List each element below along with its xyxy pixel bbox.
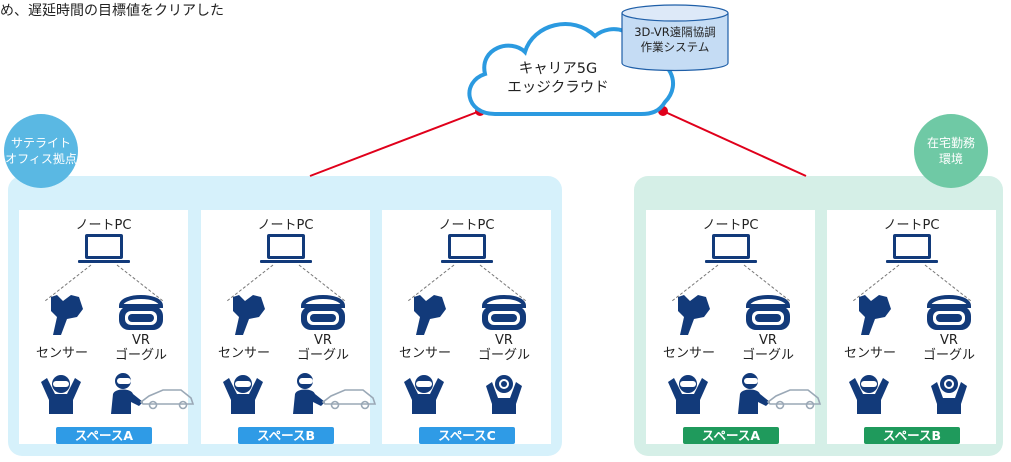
person-icon: [402, 372, 446, 418]
sensor-icon: [406, 289, 456, 343]
satellite-office-badge: サテライトオフィス拠点: [4, 114, 78, 188]
database-icon: [621, 4, 729, 72]
laptop-icon: [258, 232, 314, 272]
laptop-label: ノートPC: [257, 218, 314, 233]
link-home: [662, 110, 807, 177]
home-office-badge: 在宅勤務環境: [914, 114, 988, 188]
space-tag: スペースB: [238, 427, 334, 444]
laptop-label: ノートPC: [75, 218, 132, 233]
sensor-label: センサー: [843, 346, 896, 361]
sensor-icon: [225, 289, 275, 343]
laptop-icon: [439, 232, 495, 272]
laptop-label: ノートPC: [702, 218, 759, 233]
space-tag: スペースA: [56, 427, 152, 444]
laptop-label: ノートPC: [883, 218, 940, 233]
vr-goggle-icon: [115, 290, 167, 342]
sensor-label: センサー: [662, 346, 715, 361]
person-waving-icon: [482, 372, 526, 418]
sensor-label: センサー: [217, 346, 270, 361]
space-tag: スペースB: [864, 427, 960, 444]
vr-goggle-icon: [742, 290, 794, 342]
person-with-car-icon: [734, 372, 822, 418]
sensor-icon: [851, 289, 901, 343]
sensor-icon: [670, 289, 720, 343]
person-icon: [221, 372, 265, 418]
vr-goggle-icon: [478, 290, 530, 342]
database-label: 3D-VR遠隔協調 作業システム: [634, 25, 716, 54]
laptop-icon: [76, 232, 132, 272]
cloud-label: キャリア5G エッジクラウド: [507, 61, 609, 96]
laptop-label: ノートPC: [438, 218, 495, 233]
person-icon: [666, 372, 710, 418]
sensor-icon: [43, 289, 93, 343]
caption-text: め、遅延時間の目標値をクリアした: [0, 3, 224, 19]
vr-goggle-icon: [297, 290, 349, 342]
space-tag: スペースC: [419, 427, 515, 444]
person-with-car-icon: [107, 372, 195, 418]
laptop-icon: [703, 232, 759, 272]
laptop-icon: [884, 232, 940, 272]
person-icon: [847, 372, 891, 418]
space-tag: スペースA: [683, 427, 779, 444]
sensor-label: センサー: [35, 346, 88, 361]
link-satellite: [309, 110, 481, 177]
person-with-car-icon: [289, 372, 377, 418]
person-waving-icon: [927, 372, 971, 418]
sensor-label: センサー: [398, 346, 451, 361]
person-icon: [39, 372, 83, 418]
vr-goggle-icon: [923, 290, 975, 342]
